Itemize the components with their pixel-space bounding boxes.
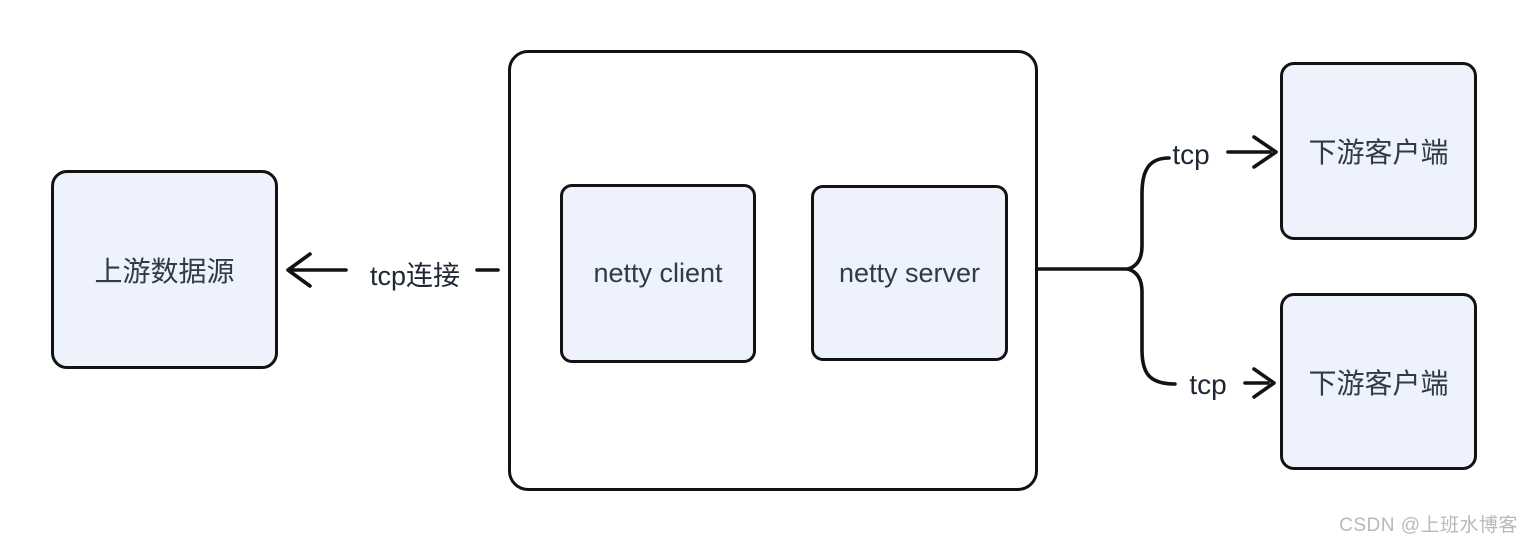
arrow-bottom-head-icon bbox=[1252, 367, 1276, 399]
upstream-source-box: 上游数据源 bbox=[51, 170, 278, 369]
downstream-client-top-label: 下游客户端 bbox=[1308, 137, 1449, 168]
tcp-bottom-edge-label: tcp bbox=[1189, 369, 1227, 400]
netty-server-box: netty server bbox=[811, 185, 1008, 361]
downstream-client-bottom-label: 下游客户端 bbox=[1308, 367, 1449, 399]
netty-client-box: netty client bbox=[560, 184, 756, 363]
netty-client-label: netty client bbox=[593, 258, 723, 288]
branch-lower-curve bbox=[1126, 267, 1177, 386]
downstream-client-top-box: 下游客户端 bbox=[1280, 62, 1477, 240]
csdn-watermark: CSDN @上班水博客 bbox=[1339, 515, 1518, 536]
branch-upper-curve bbox=[1126, 156, 1171, 271]
netty-server-label: netty server bbox=[838, 257, 981, 288]
arrow-top-head-icon bbox=[1252, 135, 1278, 169]
arrow-left-head-icon bbox=[286, 252, 312, 288]
proxy-container-box: netty client netty server bbox=[508, 50, 1038, 491]
downstream-client-bottom-box: 下游客户端 bbox=[1280, 293, 1477, 470]
tcp-top-edge-label: tcp bbox=[1172, 139, 1210, 170]
tcp-connect-edge-label: tcp连接 bbox=[369, 261, 461, 291]
upstream-source-label: 上游数据源 bbox=[94, 255, 235, 287]
